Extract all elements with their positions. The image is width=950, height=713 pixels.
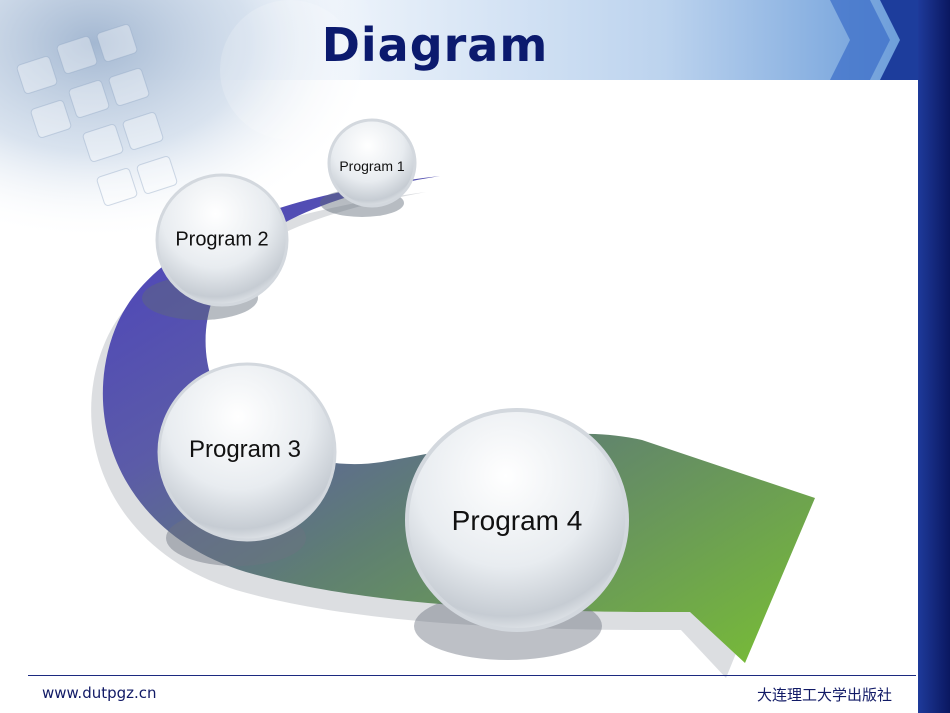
footer-publisher: 大连理工大学出版社 [756,686,892,704]
program-4-bubble [405,408,629,632]
footer-website[interactable]: www.dutpgz.cn [42,684,157,702]
footer-divider [28,675,916,676]
program-2-label: Program 2 [175,228,269,251]
program-3-bubble [157,362,337,542]
program-3-label: Program 3 [188,436,302,463]
program-2-bubble [155,173,289,307]
program-1-label: Program 1 [339,158,405,174]
slide-title: Diagram [321,18,549,72]
program-1-bubble [327,118,417,208]
program-4-label: Program 4 [451,505,583,536]
